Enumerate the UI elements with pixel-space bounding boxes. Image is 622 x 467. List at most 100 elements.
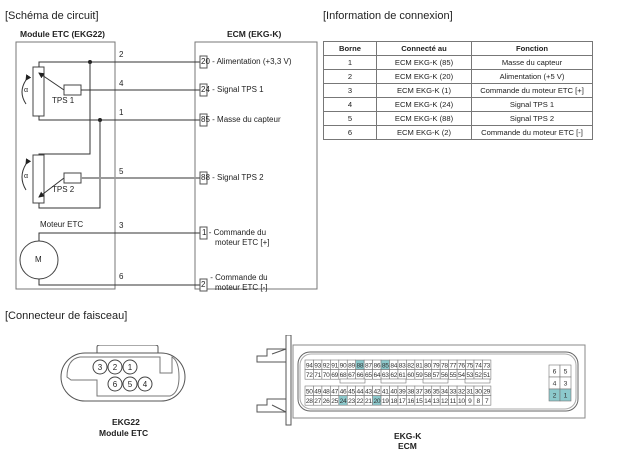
cell-function: Signal TPS 2 <box>471 111 593 126</box>
motor-symbol-label: M <box>35 255 42 264</box>
ecm-power-pin-4: 4 <box>548 376 561 390</box>
svg-text:79: 79 <box>433 363 440 370</box>
ecm-pin-85-label: 85 - Masse du capteur <box>201 115 281 124</box>
wire-pin-5: 5 <box>119 167 124 176</box>
cell-connected: ECM EKG-K (2) <box>376 125 472 140</box>
connection-info-section-title: [Information de connexion] <box>323 10 453 22</box>
circuit-diagram <box>15 41 318 292</box>
cell-connected: ECM EKG-K (88) <box>376 111 472 126</box>
ecm-pin-47: 47 <box>330 385 340 396</box>
svg-text:81: 81 <box>416 363 423 370</box>
ecm-pin-44: 44 <box>355 385 365 396</box>
svg-text:8: 8 <box>477 398 481 405</box>
ecm-pin-93: 93 <box>313 359 323 370</box>
ecm-key-slot <box>339 378 366 384</box>
ecm-pin-75: 75 <box>465 359 475 370</box>
ecm-pin-74: 74 <box>473 359 483 370</box>
left-module-title: Module ETC (EKG22) <box>20 29 106 39</box>
svg-text:2: 2 <box>113 363 118 372</box>
ecm-pin-35: 35 <box>431 385 441 396</box>
svg-text:2: 2 <box>553 393 557 400</box>
svg-text:55: 55 <box>450 372 457 379</box>
tps2-potentiometer <box>32 154 45 204</box>
svg-text:65: 65 <box>365 372 372 379</box>
ecm-pin-41: 41 <box>380 385 390 396</box>
svg-text:19: 19 <box>382 398 389 405</box>
svg-text:16: 16 <box>407 398 414 405</box>
svg-text:23: 23 <box>348 398 355 405</box>
svg-text:24: 24 <box>340 398 347 405</box>
svg-text:91: 91 <box>331 363 338 370</box>
svg-text:21: 21 <box>365 398 372 405</box>
ecm-pin-10: 10 <box>456 395 466 406</box>
tps1-label: TPS 1 <box>52 96 75 105</box>
svg-text:49: 49 <box>314 389 321 396</box>
ecm-pin-39: 39 <box>397 385 407 396</box>
ecm-pin-23: 23 <box>346 395 356 406</box>
cell-connected: ECM EKG-K (85) <box>376 55 472 70</box>
svg-text:25: 25 <box>331 398 338 405</box>
ecm-pin-89: 89 <box>346 359 356 370</box>
svg-text:35: 35 <box>433 389 440 396</box>
ekg22-desc: Module ETC <box>99 428 149 438</box>
ecm-pin-14: 14 <box>423 395 433 406</box>
svg-text:28: 28 <box>306 398 313 405</box>
cell-borne: 3 <box>323 83 377 98</box>
svg-text:82: 82 <box>407 363 414 370</box>
ecm-pin-46: 46 <box>338 385 348 396</box>
ecm-pin-2-label: - Commande du <box>210 273 268 282</box>
ecm-pin-52: 52 <box>473 369 483 380</box>
cell-function: Alimentation (+5 V) <box>471 69 593 84</box>
svg-text:62: 62 <box>390 372 397 379</box>
tps2-rotation-arrow-icon <box>21 158 32 191</box>
cell-function: Signal TPS 1 <box>471 97 593 112</box>
ecm-pin-1-label: 1 - Commande du <box>202 228 267 237</box>
cell-borne: 2 <box>323 69 377 84</box>
svg-text:83: 83 <box>399 363 406 370</box>
ecm-pin-36: 36 <box>423 385 433 396</box>
ecm-pin-21: 21 <box>363 395 373 406</box>
ecm-pin-65: 65 <box>363 369 373 380</box>
ecm-pin-54: 54 <box>456 369 466 380</box>
svg-text:29: 29 <box>483 389 490 396</box>
ecm-pin-31: 31 <box>465 385 475 396</box>
svg-text:1: 1 <box>564 393 568 400</box>
wire-pin-4: 4 <box>119 79 124 88</box>
svg-text:27: 27 <box>314 398 321 405</box>
tps1-rotation-arrow-icon <box>21 74 32 105</box>
ekg22-pin-6: 6 <box>107 376 123 392</box>
ecm-pin-79: 79 <box>431 359 441 370</box>
ecm-pin-38: 38 <box>406 385 416 396</box>
svg-text:59: 59 <box>416 372 423 379</box>
svg-text:67: 67 <box>348 372 355 379</box>
svg-text:36: 36 <box>424 389 431 396</box>
ecm-pin-49: 49 <box>313 385 323 396</box>
ecm-name: EKG-K <box>394 431 422 441</box>
ecm-pin-40: 40 <box>389 385 399 396</box>
header-borne: Borne <box>323 41 377 56</box>
ecm-pin-26: 26 <box>321 395 331 406</box>
ecm-pin-27: 27 <box>313 395 323 406</box>
ecm-pin-48: 48 <box>321 385 331 396</box>
ecm-pin-68: 68 <box>338 369 348 380</box>
ecm-pin-13: 13 <box>431 395 441 406</box>
ecm-pin-61: 61 <box>397 369 407 380</box>
ekg22-pin-1: 1 <box>122 359 138 375</box>
svg-text:94: 94 <box>306 363 313 370</box>
svg-text:52: 52 <box>475 372 482 379</box>
ecm-pin-20: 20 <box>372 395 382 406</box>
ecm-pin-78: 78 <box>439 359 449 370</box>
right-module-title: ECM (EKG-K) <box>227 29 282 39</box>
ecm-pin-73: 73 <box>482 359 492 370</box>
svg-text:90: 90 <box>340 363 347 370</box>
table-header-row: Borne Connecté au Fonction <box>323 41 593 56</box>
svg-text:13: 13 <box>433 398 440 405</box>
ecm-pin-84: 84 <box>389 359 399 370</box>
header-connected-to: Connecté au <box>376 41 472 56</box>
cell-borne: 4 <box>323 97 377 112</box>
ecm-power-pin-1: 1 <box>559 388 572 402</box>
svg-text:84: 84 <box>390 363 397 370</box>
